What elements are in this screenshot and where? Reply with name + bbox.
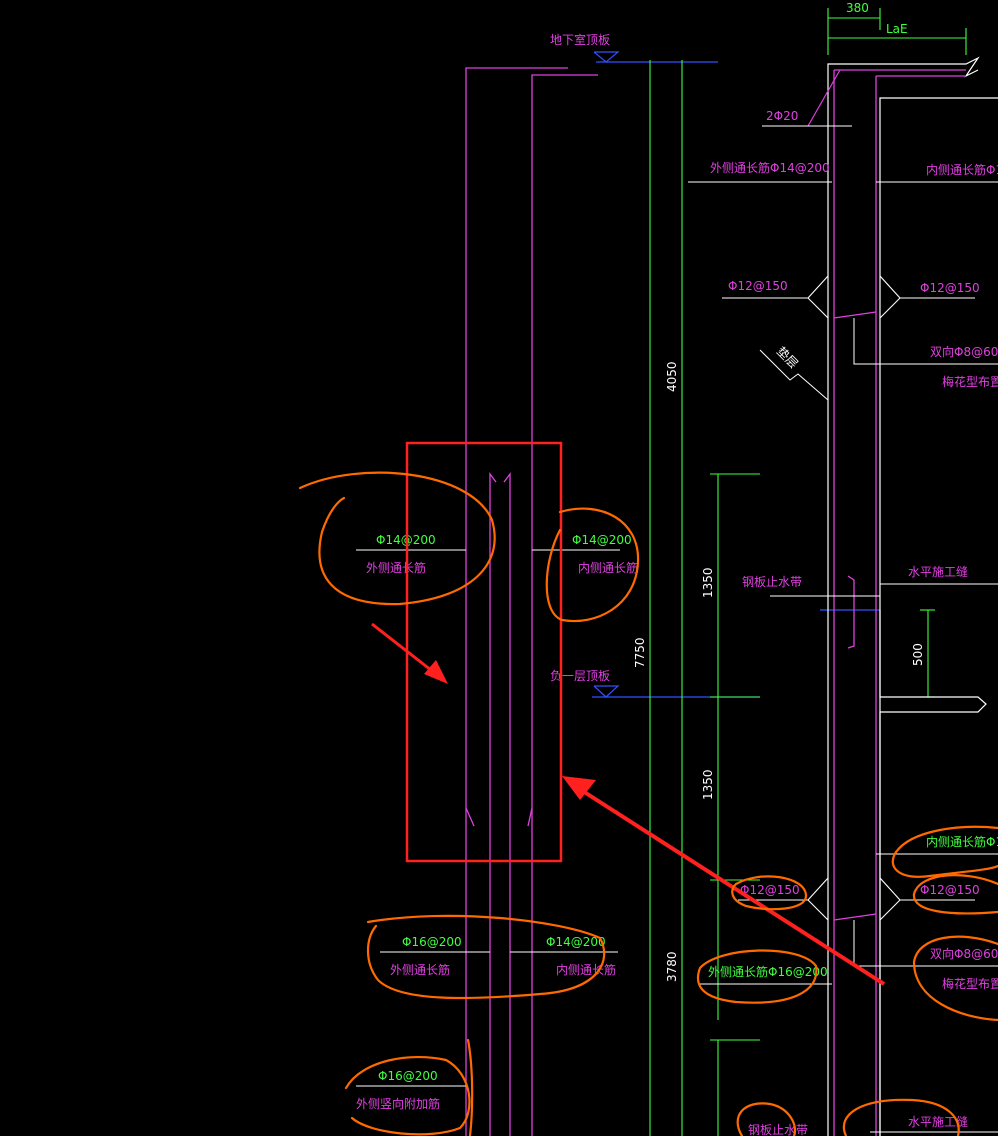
label-outer-long-top: 外侧通长筋Φ14@200: [710, 160, 830, 175]
label-basement-roof: 地下室顶板: [550, 32, 610, 47]
dim-1350-b: 1350: [701, 769, 715, 800]
circle-inner-long-mid: [891, 825, 998, 878]
label-two-way-mid: 双向Φ8@600: [930, 946, 998, 961]
label-phi16-a: Φ16@200: [402, 935, 462, 949]
circle-inner-long-box: [545, 507, 640, 623]
circle-outer-long-box: [298, 471, 496, 606]
dim-500: 500: [911, 643, 925, 666]
label-plum-mid: 梅花型布置(余: [942, 976, 998, 991]
right-wall: [762, 56, 998, 1136]
label-horizontal-joint-b: 水平施工缝: [908, 1114, 968, 1129]
label-steel-waterstop-b: 钢板止水带: [748, 1123, 808, 1136]
dim-7750: 7750: [633, 637, 647, 668]
label-phi14-b: Φ14@200: [546, 935, 606, 949]
circle-phi12-left-mid: [731, 875, 808, 911]
label-inner-long-mid: 内侧通长筋Φ14@: [926, 834, 998, 849]
dim-1350-a: 1350: [701, 567, 715, 598]
label-minus-one-roof: 负一层顶板: [550, 669, 610, 683]
label-phi12-right-mid: Φ12@150: [920, 883, 980, 897]
highlight-box: [405, 441, 563, 863]
circle-horizontal-joint-b: [842, 1098, 960, 1136]
dim-4050: 4050: [665, 361, 679, 392]
slab-lines: [592, 61, 880, 698]
label-phi12-left-mid: Φ12@150: [740, 883, 800, 897]
label-phi12-left-top: Φ12@150: [728, 279, 788, 293]
label-box-inner-long: 内侧通长筋: [578, 560, 638, 575]
dim-lae: LaE: [886, 22, 908, 36]
dim-3780: 3780: [665, 951, 679, 982]
label-horizontal-joint: 水平施工缝: [908, 564, 968, 579]
circle-phi16-pair: [366, 914, 606, 1000]
left-wall-rebar: [465, 67, 598, 1136]
label-steel-waterstop: 钢板止水带: [742, 575, 802, 589]
circle-outer-long-phi16: [696, 949, 818, 1004]
label-plum-top: 梅花型布置(余: [942, 374, 998, 389]
circle-phi12-right-mid: [912, 874, 998, 915]
label-box-phi14-right: Φ14@200: [572, 533, 632, 547]
label-outer-long-phi16: 外侧通长筋Φ16@200: [708, 964, 828, 979]
label-diag-note: 垫层: [774, 344, 802, 372]
circle-two-way-mid: [912, 935, 998, 1022]
label-box-outer-long: 外侧通长筋: [366, 560, 426, 575]
label-phi12-right-top: Φ12@150: [920, 281, 980, 295]
label-2phi20: 2Φ20: [766, 109, 798, 123]
circle-phi16-c: [344, 1056, 471, 1136]
level-markers: [593, 51, 620, 698]
stroke-left-bottom: [466, 1038, 474, 1136]
label-phi16-c: Φ16@200: [378, 1069, 438, 1083]
orange-circles: [298, 471, 998, 1136]
label-inner-long-b: 内侧通长筋: [556, 962, 616, 977]
dim-380: 380: [846, 1, 869, 15]
arrow-right: [562, 776, 886, 986]
label-inner-long-top: 内侧通长筋Φ14@: [926, 162, 998, 177]
arrow-left: [371, 622, 448, 684]
label-outer-vertical-add: 外侧竖向附加筋: [356, 1096, 440, 1111]
label-outer-long-b: 外侧通长筋: [390, 962, 450, 977]
circle-steel-waterstop-b: [736, 1102, 797, 1136]
leader-lines: [356, 181, 998, 1133]
dimension-lines: [649, 8, 967, 1136]
red-annotations: [371, 441, 886, 986]
label-two-way-top: 双向Φ8@600: [930, 344, 998, 359]
